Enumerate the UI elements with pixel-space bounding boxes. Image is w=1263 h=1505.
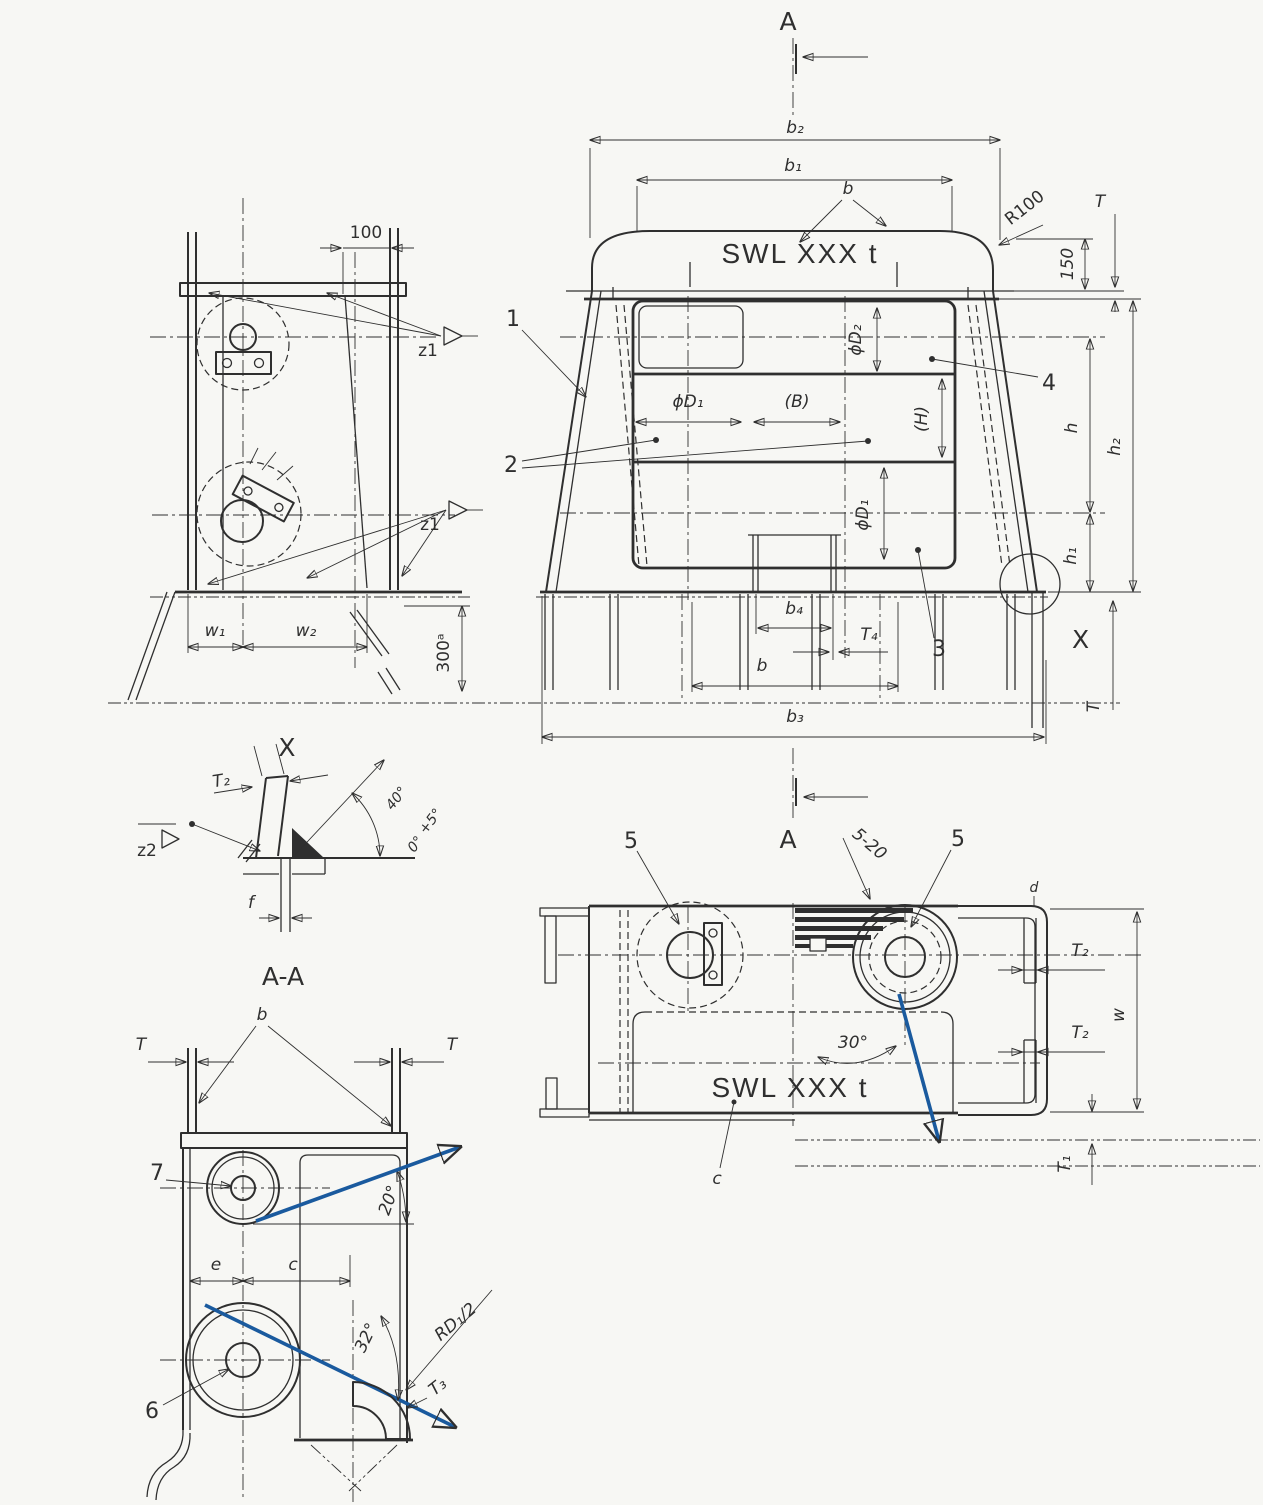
dim-h: h	[1062, 423, 1082, 434]
dim-t2-lower: T₂	[1071, 1023, 1088, 1043]
detail-x-marker: X	[1072, 625, 1089, 654]
part-2-label: 2	[504, 453, 518, 478]
dim-40deg: 40°	[383, 784, 411, 813]
dim-b-paren: (B)	[785, 392, 810, 412]
dim-b1: b₁	[784, 156, 802, 176]
dim-gap-5-20: 5-20	[848, 824, 890, 864]
weld-mark-z1-upper: z1	[209, 293, 478, 361]
dim-h-paren: (H)	[912, 406, 932, 432]
detail-x-title: X	[278, 733, 295, 762]
dim-b-bottom: b	[757, 656, 768, 676]
front-view: A SWL XXX t	[108, 7, 1141, 854]
dim-300: 300ᵃ	[434, 633, 454, 672]
dim-b2: b₂	[786, 118, 804, 138]
dim-r100: R100	[1001, 187, 1048, 230]
dim-40deg-tol-minus: 0°	[405, 833, 427, 855]
side-view: 100 z1 z1	[127, 198, 483, 701]
weld-z2-label: z2	[137, 841, 157, 861]
dim-c-top: c	[712, 1169, 722, 1189]
dim-w2: w₂	[296, 621, 317, 641]
front-part-leaders: 1 2 3 4	[504, 307, 1056, 662]
dim-b3: b₃	[786, 707, 804, 727]
dim-d: d	[1030, 880, 1039, 896]
weld-z1-upper-label: z1	[418, 341, 438, 361]
dim-phi-d1-h: ϕD₁	[672, 392, 703, 412]
dim-t4: T₄	[860, 625, 877, 645]
dim-30deg: 30°	[838, 1033, 868, 1053]
section-a-bottom-label: A	[779, 825, 796, 854]
dim-b-aa: b	[257, 1005, 268, 1025]
part-5-right-label: 5	[951, 827, 965, 852]
grip-serration	[795, 908, 913, 952]
dim-t1: T₁	[1055, 1155, 1075, 1172]
dim-h1: h₁	[1061, 547, 1081, 565]
front-dimensions: b₂ b₁ b R100 T 150 h h₂ h₁	[542, 118, 1141, 744]
dim-rd1-2: RD₁/2	[431, 1299, 481, 1345]
dim-b-plate: b	[843, 179, 854, 199]
dim-t-left: T	[136, 1035, 148, 1055]
weld-mark-z1-lower: z1	[208, 500, 483, 584]
dim-h2: h₂	[1105, 438, 1125, 456]
swl-marking-top: SWL XXX t	[711, 1072, 868, 1103]
dim-150: 150	[1058, 248, 1078, 280]
dim-100: 100	[350, 223, 382, 243]
section-aa-view: A-A b T T 7 20°	[136, 962, 493, 1502]
part-4-label: 4	[1042, 371, 1056, 396]
dim-t2-upper: T₂	[1071, 941, 1088, 961]
section-a-top-label: A	[779, 7, 796, 36]
dim-e: e	[211, 1255, 221, 1275]
detail-x-view: X T₂ f 40° +5° 0° z2	[137, 733, 446, 932]
dim-c-aa: c	[288, 1255, 298, 1275]
part-1-label: 1	[506, 307, 520, 332]
swl-marking-front: SWL XXX t	[721, 238, 878, 269]
dim-t-right: T	[447, 1035, 459, 1055]
dim-t-deck: T	[1084, 700, 1104, 712]
dim-t-plate: T	[1095, 192, 1107, 212]
part-7-label: 7	[150, 1161, 164, 1186]
deck-stiffeners	[544, 592, 1044, 728]
dim-w1: w₁	[205, 621, 226, 641]
lower-lug-bracket	[231, 474, 295, 523]
dim-t3: T₃	[425, 1374, 451, 1400]
weld-mark-z2: z2	[137, 821, 260, 861]
top-view: 5 5 5-20 30° SWL XXX t c d T₂	[539, 824, 1260, 1189]
dim-t2-detail: T₂	[211, 770, 231, 792]
weld-z1-lower-label: z1	[420, 515, 440, 535]
dim-b4: b₄	[785, 599, 803, 619]
dim-40deg-tol-plus: +5°	[416, 806, 446, 838]
dim-phi-d1-v: ϕD₁	[853, 499, 873, 530]
part-3-label: 3	[932, 637, 946, 662]
dim-32deg: 32°	[351, 1320, 382, 1356]
part-6-label: 6	[145, 1399, 159, 1424]
part-5-left-label: 5	[624, 829, 638, 854]
dim-f: f	[248, 893, 257, 913]
dim-w: w	[1109, 1008, 1129, 1022]
section-aa-title: A-A	[262, 962, 304, 991]
dim-phi-d2: ϕD₂	[846, 324, 866, 355]
